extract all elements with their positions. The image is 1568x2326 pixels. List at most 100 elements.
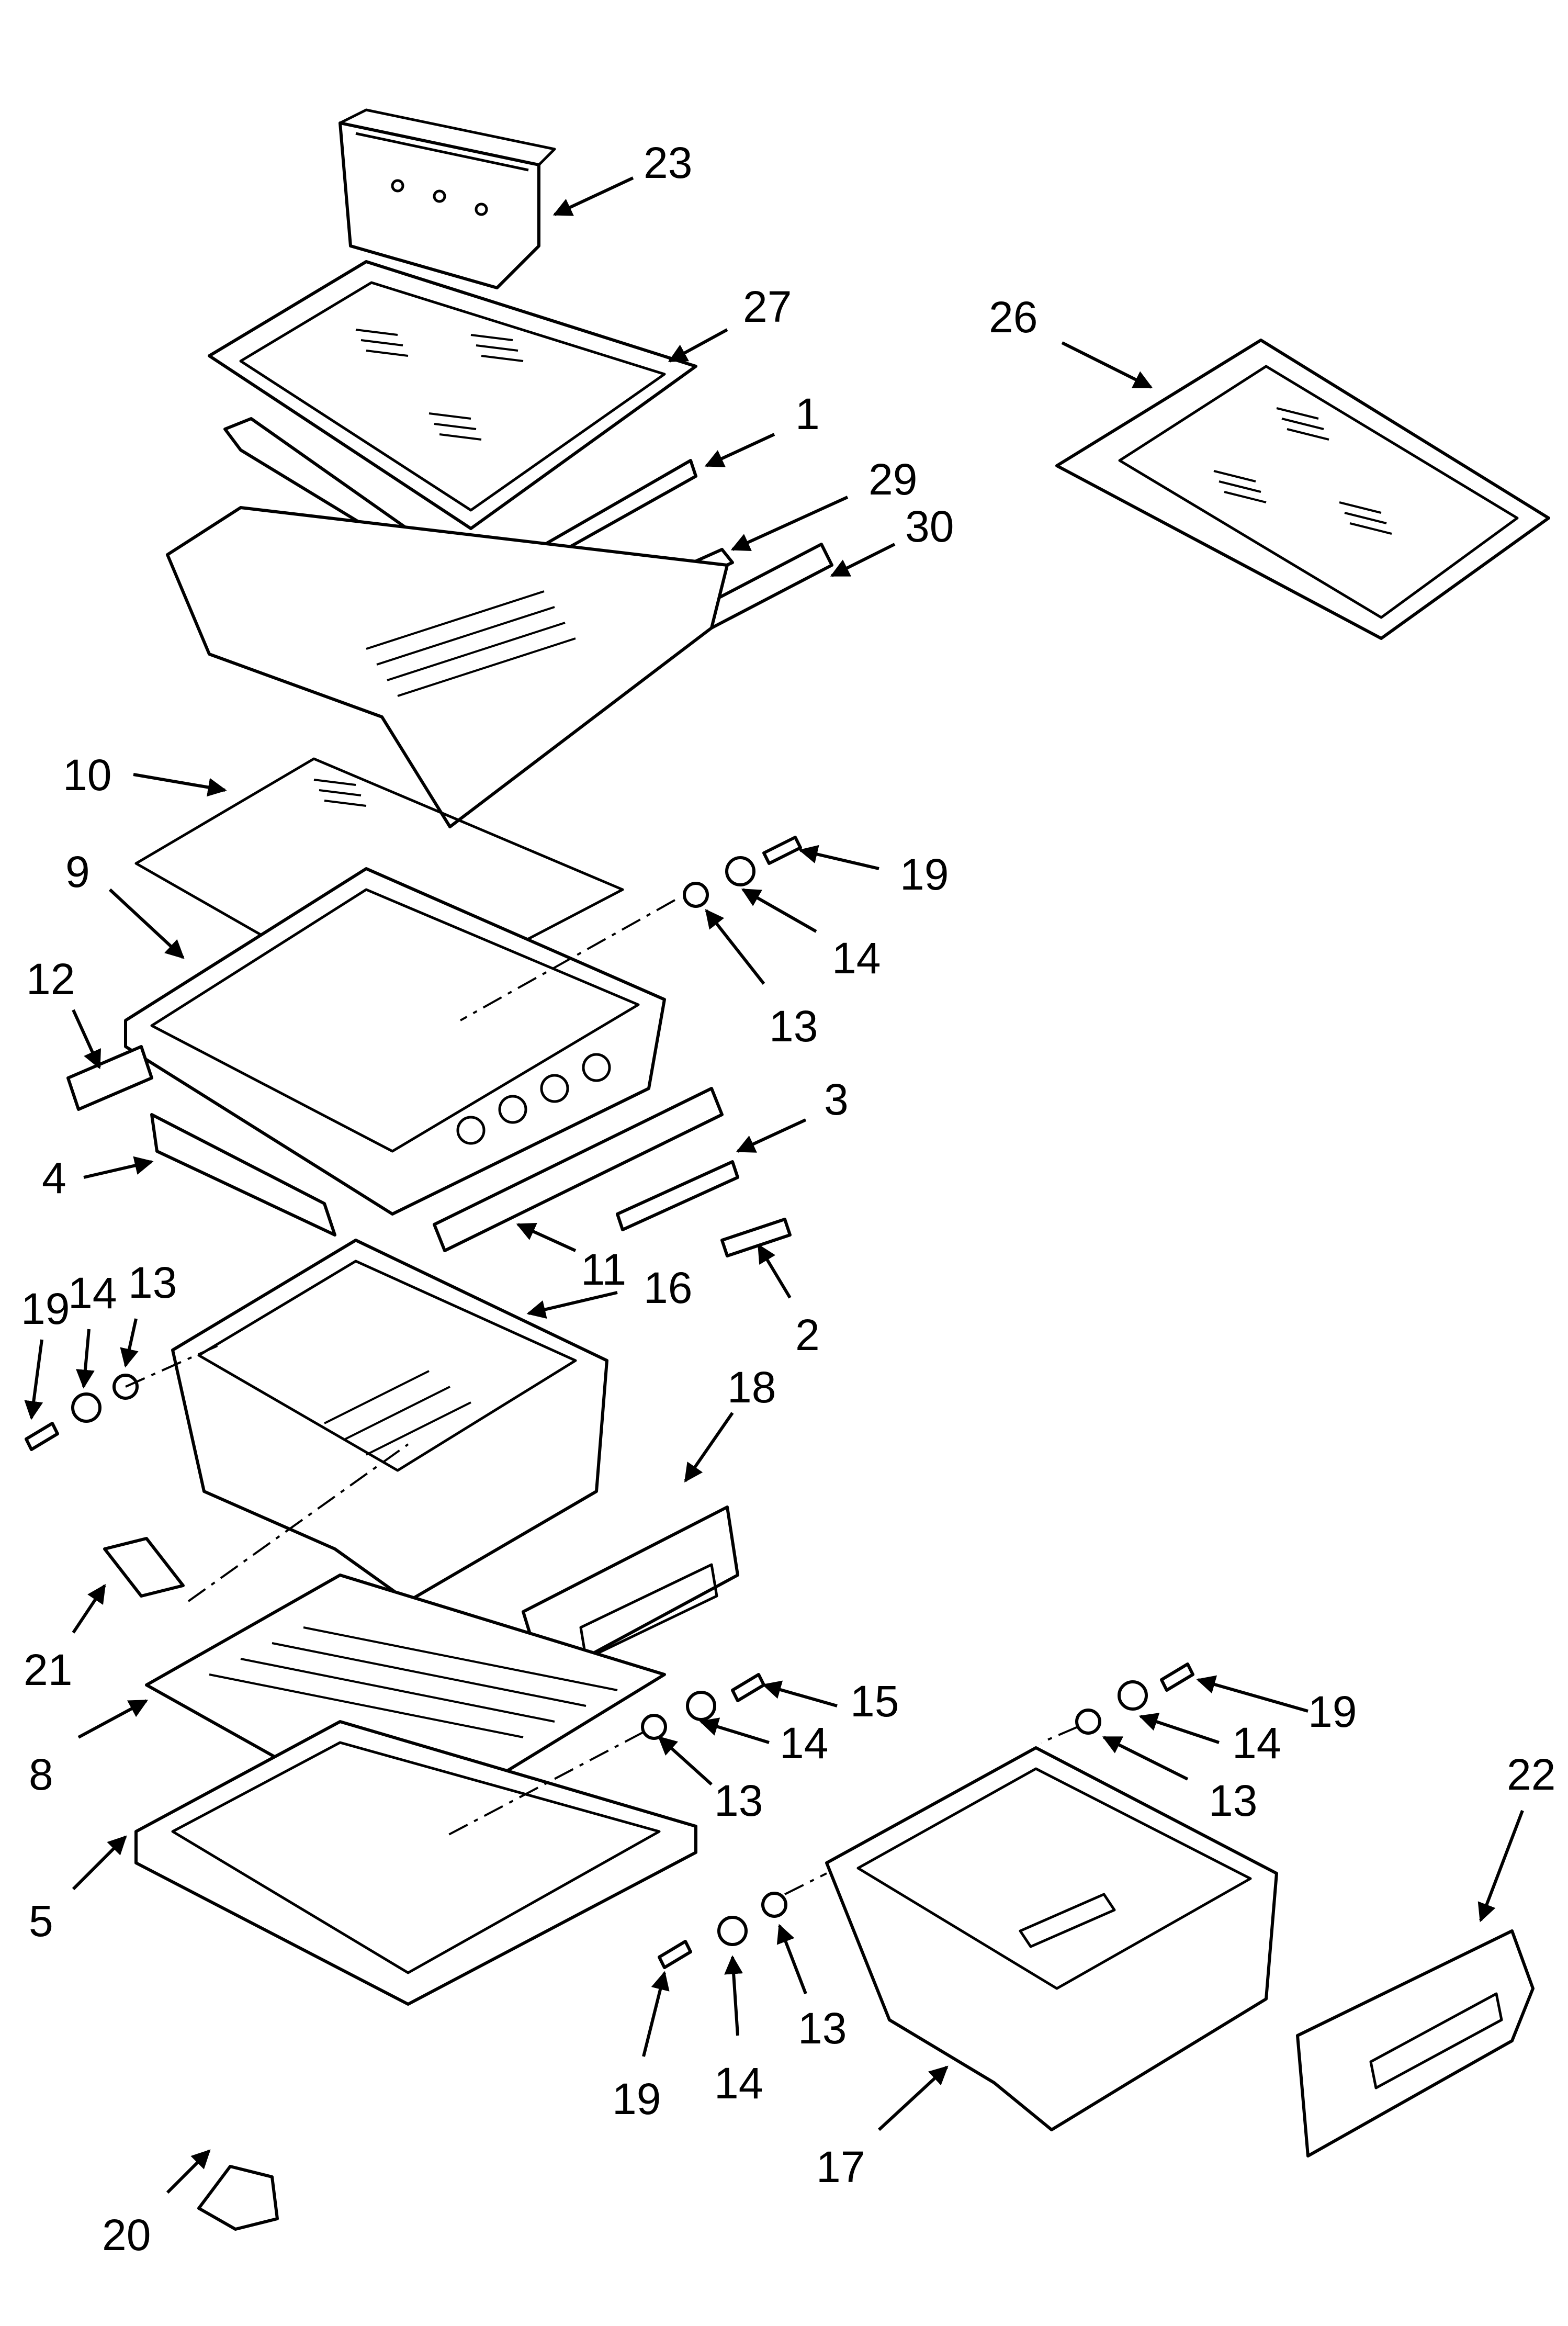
leader-30 [830, 543, 896, 577]
callout-5: 5 [29, 1896, 53, 1946]
hardware-group-right [1075, 1662, 1194, 1735]
leader-20 [166, 2149, 211, 2194]
leader-2 [757, 1243, 792, 1299]
leader-9 [108, 888, 185, 959]
leader-19-left [24, 1339, 43, 1420]
leader-14-middle [699, 1717, 770, 1744]
hardware-group-bottom [658, 1892, 787, 1969]
leader-13-middle [658, 1736, 713, 1786]
leader-26 [1061, 341, 1153, 389]
callout-19-bottom: 19 [612, 2074, 661, 2123]
callout-23: 23 [644, 138, 692, 187]
part-16-drawer [171, 1239, 608, 1603]
assembly-line-1 [460, 899, 675, 1021]
callout-30: 30 [905, 502, 954, 551]
part-11-rail [433, 1087, 724, 1252]
assembly-line-3 [187, 1443, 409, 1602]
callout-14-bottom: 14 [714, 2059, 763, 2108]
leader-5 [72, 1835, 127, 1891]
callout-14-middle: 14 [780, 1718, 828, 1768]
leader-14-upper [741, 888, 817, 933]
leader-10 [133, 773, 227, 797]
callout-14-right: 14 [1232, 1718, 1281, 1768]
assembly-line-6 [1041, 1726, 1078, 1744]
part-23-bin [339, 108, 556, 289]
callout-2: 2 [795, 1310, 820, 1359]
part-12-rail [66, 1045, 153, 1111]
callout-10: 10 [63, 750, 111, 800]
leader-13-right [1102, 1736, 1189, 1781]
hardware-group-middle [641, 1673, 765, 1740]
callout-4: 4 [42, 1153, 66, 1203]
part-1-frame [223, 417, 697, 598]
part-22-front [1296, 1929, 1535, 2158]
callout-16: 16 [644, 1263, 692, 1312]
callout-26: 26 [989, 293, 1037, 342]
leader-21 [72, 1584, 106, 1634]
part-17-drawer [825, 1746, 1278, 2131]
callout-29: 29 [868, 455, 917, 504]
leader-11 [516, 1223, 577, 1252]
leader-13-left [120, 1318, 139, 1368]
callout-19-upper: 19 [900, 850, 949, 899]
callout-18: 18 [727, 1363, 776, 1412]
hardware-group-left [25, 1374, 139, 1451]
callout-21: 21 [24, 1645, 72, 1694]
leader-22 [1477, 1810, 1524, 1923]
callout-12: 12 [26, 954, 75, 1004]
leader-14-right [1138, 1713, 1220, 1744]
part-20-clip [197, 2165, 279, 2231]
callout-13-left: 13 [128, 1258, 177, 1307]
callout-19-right: 19 [1308, 1687, 1357, 1736]
callout-13-upper: 13 [769, 1002, 818, 1051]
callout-14-left: 14 [68, 1268, 117, 1318]
leader-15 [762, 1680, 838, 1707]
leader-1 [704, 433, 775, 467]
leader-3 [736, 1118, 807, 1153]
callout-1: 1 [795, 389, 820, 439]
callout-19-left: 19 [21, 1284, 70, 1333]
leader-13-bottom [776, 1924, 807, 1995]
leader-16 [526, 1291, 618, 1319]
callout-27: 27 [743, 282, 792, 331]
callout-17: 17 [816, 2142, 865, 2192]
callout-13-middle: 13 [714, 1776, 763, 1825]
callout-13-right: 13 [1209, 1776, 1257, 1825]
callout-8: 8 [29, 1750, 53, 1799]
part-9-frame [124, 867, 666, 1216]
part-4-rail [150, 1113, 336, 1237]
leader-19-upper [798, 845, 879, 870]
leader-4 [83, 1156, 154, 1179]
callout-14-upper: 14 [832, 934, 881, 983]
callout-15: 15 [850, 1677, 899, 1726]
callout-9: 9 [65, 847, 90, 896]
leader-27 [668, 328, 728, 363]
leader-12 [72, 1009, 101, 1070]
callout-11: 11 [581, 1245, 626, 1294]
callout-13-bottom: 13 [798, 2004, 847, 2053]
part-3-bracket [616, 1160, 739, 1231]
assembly-line-5 [784, 1872, 827, 1895]
part-21-clip [103, 1537, 185, 1598]
leader-13-upper [705, 909, 765, 985]
crisper-cover-tray [166, 506, 729, 828]
part-2-clip [720, 1218, 792, 1257]
leader-17 [877, 2065, 949, 2131]
part-27-shelf [208, 260, 697, 530]
leader-23 [552, 176, 634, 216]
callout-20: 20 [102, 2210, 151, 2260]
part-26-shelf [1055, 339, 1550, 640]
leader-19-right [1196, 1675, 1308, 1713]
leader-14-bottom [724, 1955, 743, 2036]
callout-22: 22 [1507, 1750, 1555, 1799]
leader-29 [730, 496, 849, 551]
leader-14-left [76, 1329, 95, 1389]
part-5-frame [134, 1720, 697, 2006]
leader-19-bottom [642, 1971, 670, 2057]
leader-8 [77, 1699, 149, 1739]
leader-18 [684, 1412, 734, 1482]
callout-3: 3 [824, 1075, 849, 1124]
hardware-group-upper-right [683, 836, 802, 908]
assembly-line-2 [125, 1344, 220, 1388]
